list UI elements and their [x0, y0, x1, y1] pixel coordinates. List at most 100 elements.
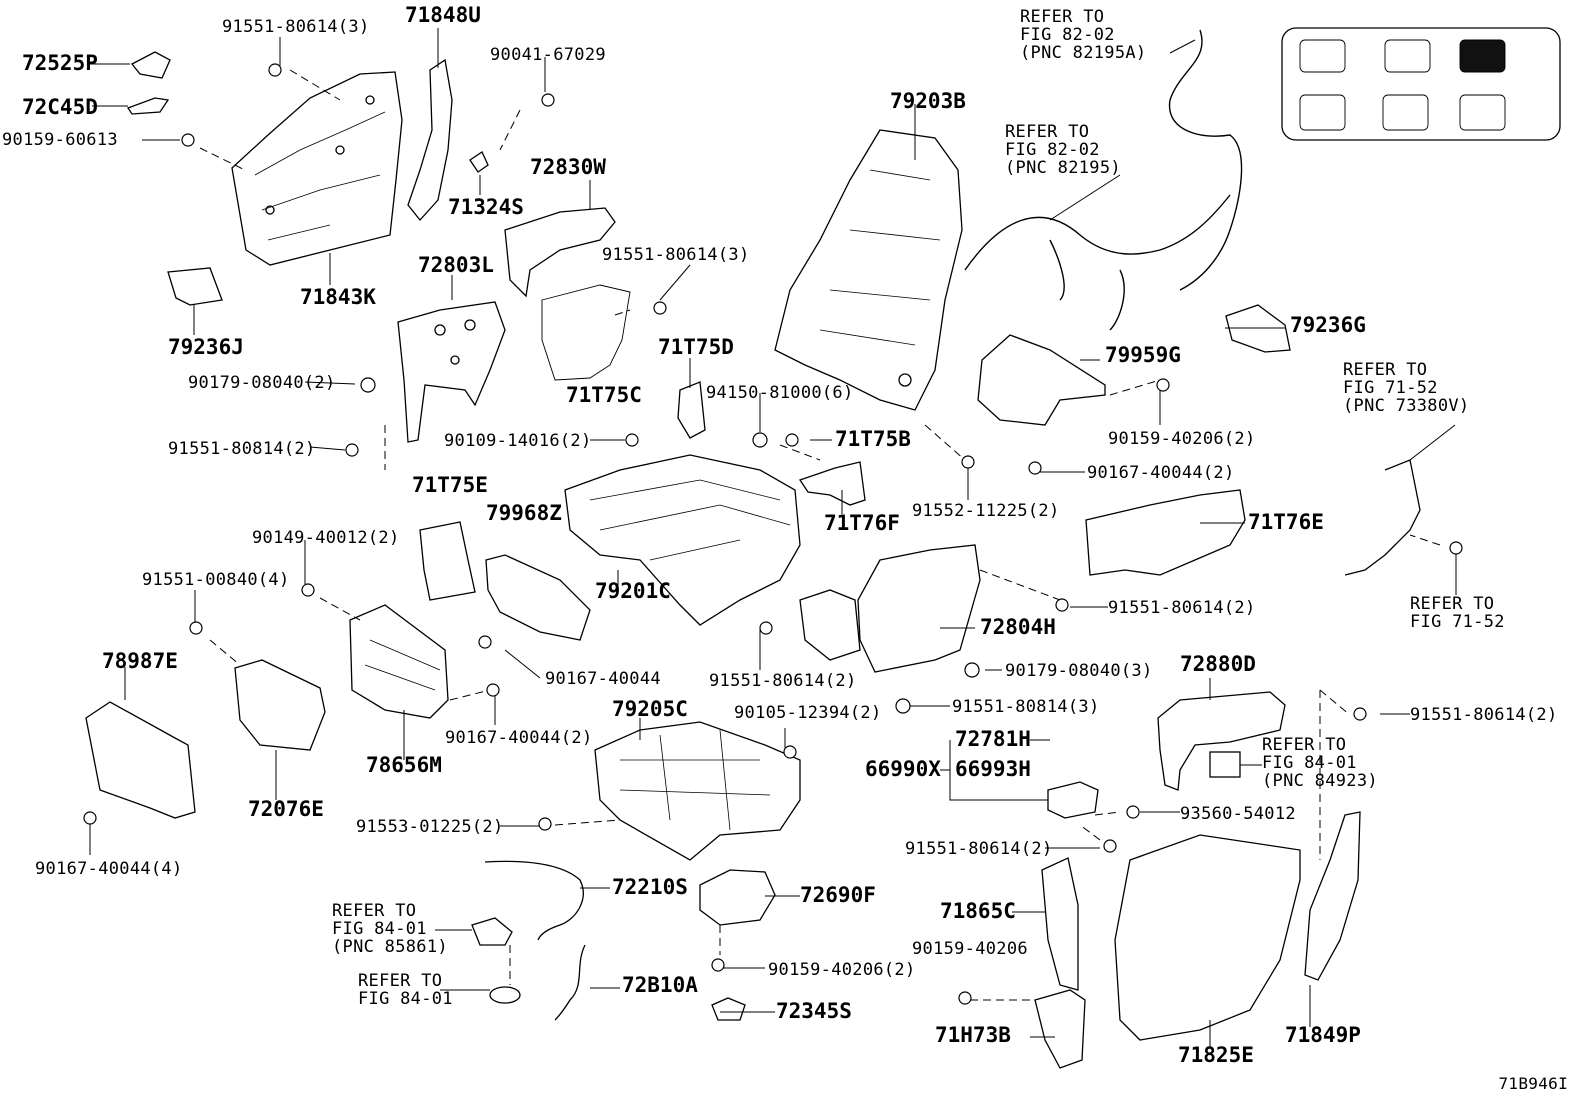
part-72B10A-shape — [554, 944, 586, 1021]
label-66993H: 66993H — [955, 757, 1031, 781]
label-91553-01225-2: 91553-01225(2) — [356, 817, 504, 837]
label-71848U: 71848U — [405, 3, 481, 27]
label-79203B: 79203B — [890, 89, 966, 113]
label-79205C: 79205C — [612, 697, 688, 721]
label-90159-60613: 90159-60613 — [2, 130, 118, 150]
part-78987E-shape — [85, 701, 196, 819]
label-90041-67029: 90041-67029 — [490, 45, 606, 65]
bolt — [268, 63, 282, 77]
part-72345S-shape — [711, 997, 746, 1021]
label-71T76F: 71T76F — [824, 511, 900, 535]
label-91551-00840-4: 91551-00840(4) — [142, 570, 290, 590]
bolt — [181, 133, 195, 147]
label-94150-81000-6: 94150-81000(6) — [706, 383, 854, 403]
bolt — [541, 93, 555, 107]
ref-fig-71-52: REFER TO FIG 71-52 — [1410, 594, 1505, 632]
label-90179-08040-3: 90179-08040(3) — [1005, 661, 1153, 681]
label-90159-40206-2-right: 90159-40206(2) — [1108, 429, 1256, 449]
bolt — [759, 621, 773, 635]
label-71T75E: 71T75E — [412, 473, 488, 497]
part-71324S-shape — [469, 151, 489, 173]
part-79201C-shape — [564, 454, 801, 626]
label-79959G: 79959G — [1105, 343, 1181, 367]
label-90149-40012-2: 90149-40012(2) — [252, 528, 400, 548]
label-90167-40044-2-left: 90167-40044(2) — [445, 728, 593, 748]
label-79201C: 79201C — [595, 579, 671, 603]
bolt — [189, 621, 203, 635]
label-72803L: 72803L — [418, 253, 494, 277]
label-71T76E: 71T76E — [1248, 510, 1324, 534]
bolt — [653, 301, 667, 315]
label-72781H: 72781H — [955, 727, 1031, 751]
label-79236J: 79236J — [168, 335, 244, 359]
label-72B10A: 72B10A — [622, 973, 698, 997]
bolt — [486, 683, 500, 697]
label-71T75D: 71T75D — [658, 335, 734, 359]
part-71T76E-shape — [1085, 489, 1246, 576]
bolt — [711, 958, 725, 972]
bolt — [783, 745, 797, 759]
label-90159-40206-2-bottom: 90159-40206(2) — [768, 960, 916, 980]
label-90167-40044-2-right: 90167-40044(2) — [1087, 463, 1235, 483]
part-71825E-shape — [1114, 834, 1301, 1041]
label-72345S: 72345S — [776, 999, 852, 1023]
part-harness-82195A-shape — [1168, 29, 1243, 291]
label-71T75B: 71T75B — [835, 427, 911, 451]
part-71T76F-shape — [798, 461, 866, 506]
label-72690F: 72690F — [800, 883, 876, 907]
part-72830W-shape — [504, 207, 616, 298]
label-72C45D: 72C45D — [22, 95, 98, 119]
part-71865C-shape — [1041, 857, 1079, 991]
bolt — [1028, 461, 1042, 475]
bolt — [961, 455, 975, 469]
part-79236J-shape — [167, 267, 223, 306]
part-72804H-shape — [857, 544, 981, 673]
label-91551-80614-2-b: 91551-80614(2) — [709, 671, 857, 691]
part-85861-shape — [471, 917, 513, 946]
part-72C45D-shape — [127, 97, 170, 115]
part-78656M-shape — [349, 604, 449, 719]
part-72076E-shape — [234, 659, 326, 751]
label-72525P: 72525P — [22, 51, 98, 75]
bolt — [958, 991, 972, 1005]
bolt — [785, 433, 799, 447]
bolt — [1156, 378, 1170, 392]
part-73380V-shape — [1344, 459, 1421, 576]
label-90167-40044-4: 90167-40044(4) — [35, 859, 183, 879]
label-72880D: 72880D — [1180, 652, 1256, 676]
part-72210S-shape — [484, 860, 584, 941]
label-71843K: 71843K — [300, 285, 376, 309]
figure-id: 71B946I — [1498, 1074, 1568, 1093]
part-72803L-shape — [397, 301, 506, 443]
label-71849P: 71849P — [1285, 1023, 1361, 1047]
part-79959G-shape — [977, 334, 1106, 426]
label-66990X: 66990X — [865, 757, 941, 781]
label-91551-80614-2-a: 91551-80614(2) — [1108, 598, 1256, 618]
label-78656M: 78656M — [366, 753, 442, 777]
part-72880D-shape — [1157, 691, 1286, 791]
seat-thumbnail-panel — [1281, 27, 1561, 141]
label-72076E: 72076E — [248, 797, 324, 821]
bolt — [1126, 805, 1140, 819]
part-79968Z-shape — [485, 554, 591, 641]
label-72210S: 72210S — [612, 875, 688, 899]
part-71849P-shape — [1304, 811, 1361, 981]
part-84-01-cap-shape — [489, 986, 521, 1004]
bolt — [964, 662, 980, 678]
bolt — [478, 635, 492, 649]
ref-fig-82-02-82195A: REFER TO FIG 82-02 (PNC 82195A) — [1020, 7, 1147, 63]
part-71848U-shape — [407, 58, 453, 222]
label-71H73B: 71H73B — [935, 1023, 1011, 1047]
label-90179-08040-2: 90179-08040(2) — [188, 373, 336, 393]
part-71T75D-shape — [677, 381, 706, 439]
ref-fig-82-02-82195: REFER TO FIG 82-02 (PNC 82195) — [1005, 122, 1121, 178]
bolt — [1353, 707, 1367, 721]
label-90167-40044: 90167-40044 — [545, 669, 661, 689]
part-79203B-shape — [774, 129, 963, 411]
part-66990X-shape — [1047, 781, 1099, 819]
bolt — [538, 817, 552, 831]
label-91551-80814-2: 91551-80814(2) — [168, 439, 316, 459]
ref-fig-84-01-84923: REFER TO FIG 84-01 (PNC 84923) — [1262, 735, 1378, 791]
part-harness-82195-shape — [964, 194, 1231, 331]
label-91552-11225-2: 91552-11225(2) — [912, 501, 1060, 521]
